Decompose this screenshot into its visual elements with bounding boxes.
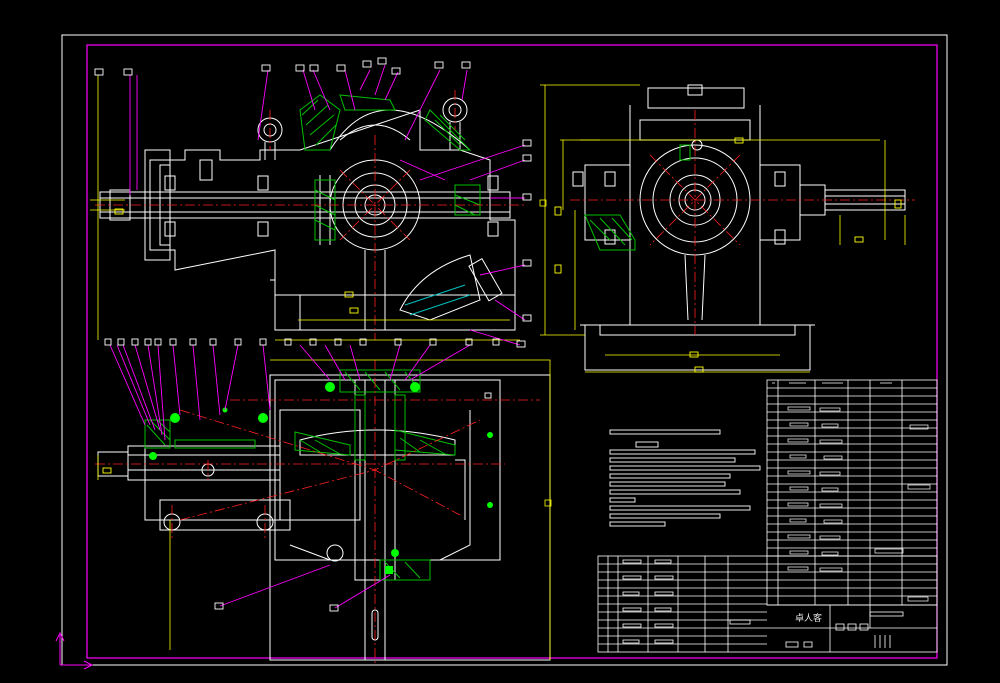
side-view-dimensions xyxy=(540,84,906,373)
plan-view-green-points xyxy=(149,382,493,574)
leader-lines xyxy=(109,64,526,609)
drawing-frame xyxy=(86,44,938,659)
ucs-axis-icon xyxy=(55,631,94,670)
plan-view-hatching xyxy=(144,369,456,581)
sheet-border xyxy=(61,34,948,666)
side-view-centerlines xyxy=(570,110,915,335)
dimension-text-boxes xyxy=(102,137,902,474)
plan-view-centerlines xyxy=(95,360,540,665)
plan-section-view xyxy=(97,374,551,661)
title-block-label: 卓人客 xyxy=(795,614,823,624)
side-view xyxy=(572,84,906,371)
side-view-hatching xyxy=(584,144,691,251)
balloon-labels xyxy=(94,57,532,612)
front-view-centerlines xyxy=(95,90,525,340)
technical-notes xyxy=(609,429,761,527)
title-block xyxy=(597,555,938,653)
parts-list-table xyxy=(766,379,938,606)
front-view-hatching xyxy=(299,94,481,316)
plan-view-dimensions xyxy=(97,359,552,660)
parts-list-cells xyxy=(787,406,931,602)
